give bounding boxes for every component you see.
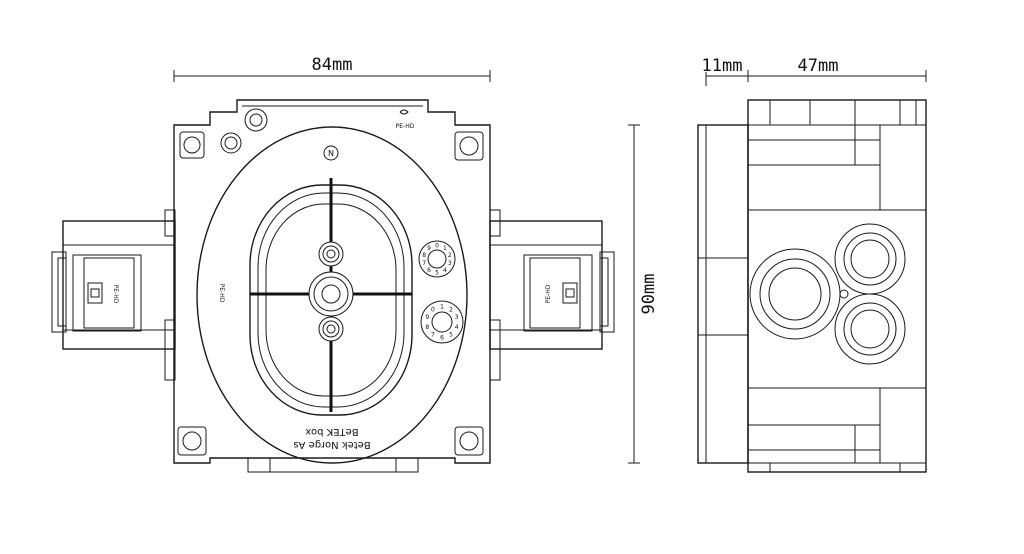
width-dimension-label: 84mm [312, 55, 353, 75]
date-dial-year-digit: 1 [443, 245, 447, 252]
date-dial-month-digit: 8 [425, 324, 429, 331]
lid-oval [196, 126, 468, 464]
corner-screw-top-left [179, 131, 205, 159]
height-dimension: 90mm [628, 124, 659, 464]
right-connector-material-mark: PE-HD [545, 284, 552, 303]
width-dimension: 84mm [173, 55, 491, 82]
box-body: PE-HD N PE-HD [173, 99, 491, 473]
date-dial-year-digit: 6 [427, 267, 431, 274]
brand-text: Betek Norge As BeTEK box [293, 426, 370, 450]
corner-screw-bottom-left [177, 426, 207, 456]
flange-dimension-label: 11mm [702, 56, 743, 76]
left-connector-material-mark: PE-HD [112, 285, 119, 304]
date-dial-year-digit: 0 [435, 243, 439, 250]
north-marker-label: N [328, 149, 334, 158]
depth-dimension-label: 47mm [798, 56, 839, 76]
top-dial-small-left [220, 132, 242, 154]
cable-entries [749, 223, 906, 365]
date-dial-year-digit: 8 [422, 252, 426, 259]
date-dial-month-digit: 1 [440, 304, 444, 311]
date-dial-year-digit: 5 [435, 270, 439, 277]
top-material-mark: PE-HD [396, 123, 415, 130]
date-dial-month-digit: 3 [455, 314, 459, 321]
depth-dimension: 47mm [748, 56, 927, 82]
corner-screw-top-right [454, 131, 484, 161]
side-body [747, 99, 927, 473]
side-view: 11mm 47mm [697, 56, 927, 473]
date-dial-year-digit: 9 [427, 245, 431, 252]
date-dial-month-digit: 4 [455, 324, 459, 331]
date-dial-month-digit: 9 [425, 314, 429, 321]
front-view: 84mm 90mm PE-HD [51, 55, 659, 473]
date-dial-year-digit: 7 [422, 260, 426, 267]
height-dimension-label: 90mm [639, 274, 659, 315]
flange-dimension: 11mm [702, 56, 749, 86]
date-dial-year-digit: 2 [448, 252, 452, 259]
date-dial-month-digit: 0 [431, 307, 435, 314]
date-dial-month-digit: 5 [449, 332, 453, 339]
left-connector: PE-HD [51, 209, 176, 381]
brand-line-1: Betek Norge As [293, 439, 370, 450]
right-connector: PE-HD [489, 209, 615, 381]
north-marker [323, 145, 339, 161]
date-dial-month-digit: 2 [449, 307, 453, 314]
center-ring [308, 271, 354, 317]
date-dial-month-digit: 7 [431, 332, 435, 339]
date-dial-month-digit: 6 [440, 335, 444, 342]
date-dial-year-digit: 3 [448, 260, 452, 267]
lower-screw-ring [318, 316, 344, 342]
corner-screw-bottom-right [454, 426, 484, 456]
date-dial-year-digit: 4 [443, 267, 447, 274]
upper-screw-ring [318, 241, 344, 267]
top-dial-small-center [244, 108, 268, 132]
lid-material-mark: PE-HD [218, 284, 225, 303]
brand-line-2: BeTEK box [305, 426, 358, 437]
